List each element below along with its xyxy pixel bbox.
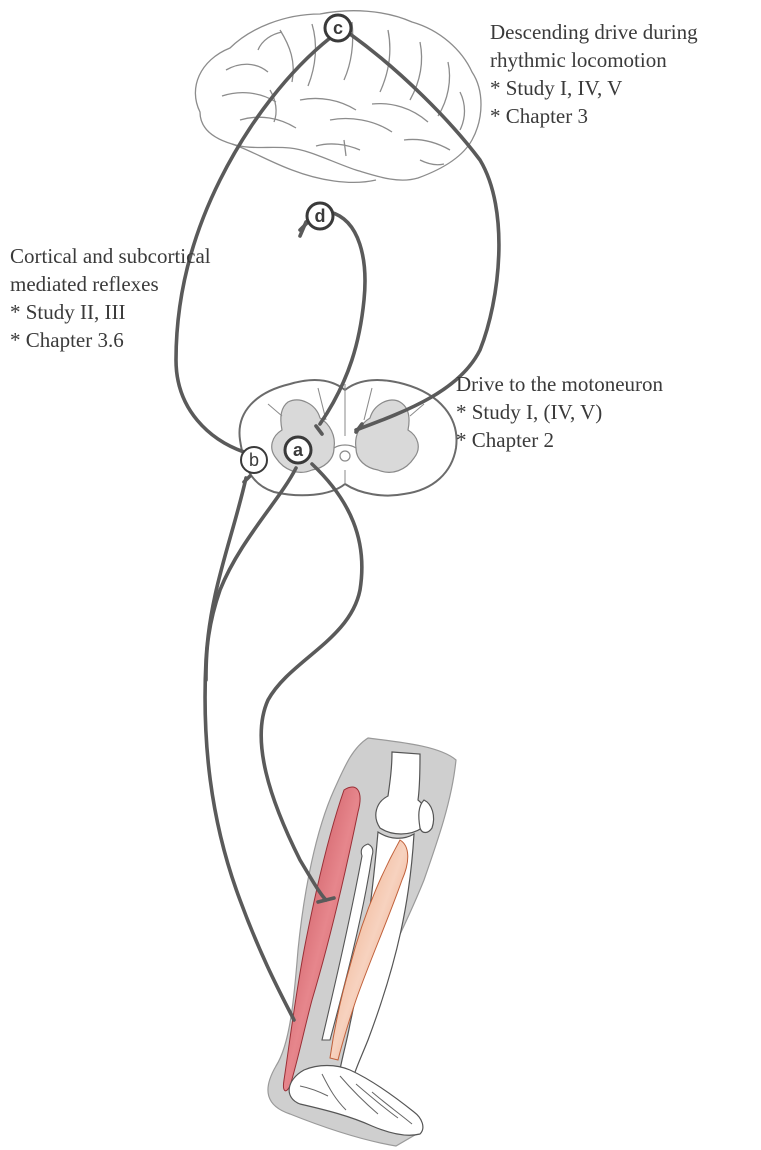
descending-drive-title-line2: rhythmic locomotion	[490, 46, 698, 74]
motoneuron-drive-annotation: Drive to the motoneuron * Study I, (IV, …	[456, 370, 663, 454]
node-b: b	[241, 447, 267, 473]
node-a: a	[285, 437, 311, 463]
svg-text:c: c	[333, 18, 343, 38]
descending-drive-title-line1: Descending drive during	[490, 18, 698, 46]
svg-text:d: d	[315, 206, 326, 226]
cortical-reflexes-title-line1: Cortical and subcortical	[10, 242, 211, 270]
afferent-pathway-left	[205, 478, 294, 1020]
node-d: d	[307, 203, 333, 229]
spinal-cord-cross-section	[239, 380, 456, 495]
motoneuron-drive-title: Drive to the motoneuron	[456, 370, 663, 398]
svg-text:b: b	[249, 450, 259, 470]
svg-text:a: a	[293, 440, 304, 460]
motoneuron-drive-item1: * Study I, (IV, V)	[456, 398, 663, 426]
cortical-reflexes-item1: * Study II, III	[10, 298, 211, 326]
descending-drive-item1: * Study I, IV, V	[490, 74, 698, 102]
descending-drive-item2: * Chapter 3	[490, 102, 698, 130]
descending-drive-annotation: Descending drive during rhythmic locomot…	[490, 18, 698, 130]
node-c: c	[325, 15, 351, 41]
leg-illustration	[268, 738, 456, 1146]
cortical-reflexes-title-line2: mediated reflexes	[10, 270, 211, 298]
motoneuron-drive-item2: * Chapter 2	[456, 426, 663, 454]
cortical-reflexes-annotation: Cortical and subcortical mediated reflex…	[10, 242, 211, 354]
cortical-reflexes-item2: * Chapter 3.6	[10, 326, 211, 354]
